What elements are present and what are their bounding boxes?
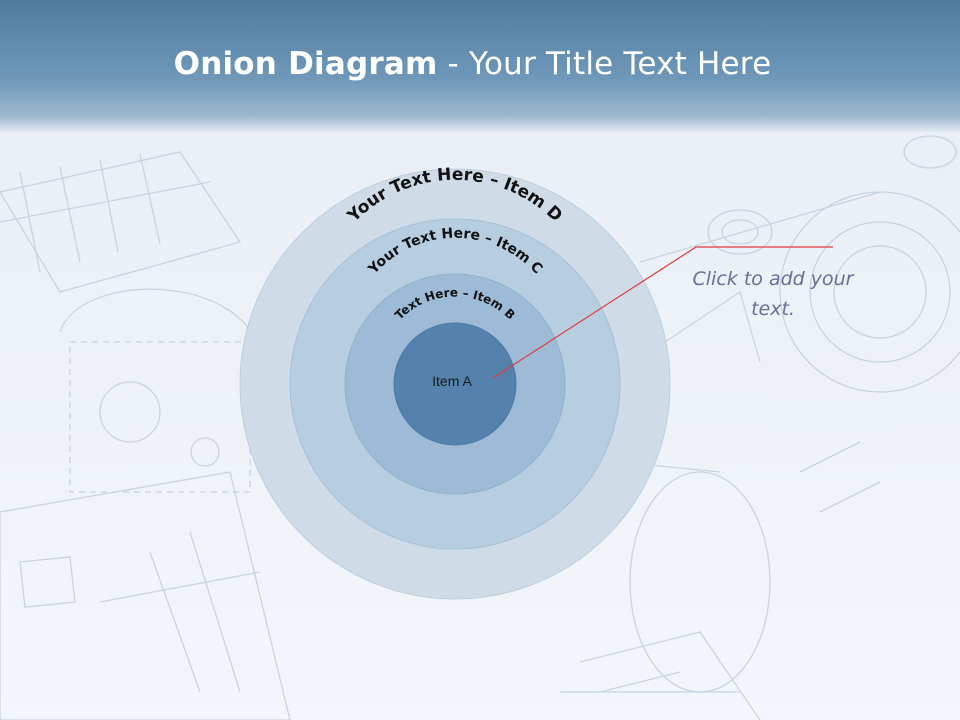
slide-title: Onion Diagram - Your Title Text Here bbox=[0, 46, 945, 82]
callout-line bbox=[492, 246, 833, 379]
title-rest: - Your Title Text Here bbox=[437, 46, 772, 82]
layer-a-label: Item A bbox=[432, 373, 472, 389]
title-bar bbox=[0, 0, 960, 132]
title-bold: Onion Diagram bbox=[173, 46, 438, 82]
callout-text[interactable]: Click to add your text. bbox=[692, 268, 854, 320]
layer-a-core[interactable] bbox=[393, 322, 517, 446]
